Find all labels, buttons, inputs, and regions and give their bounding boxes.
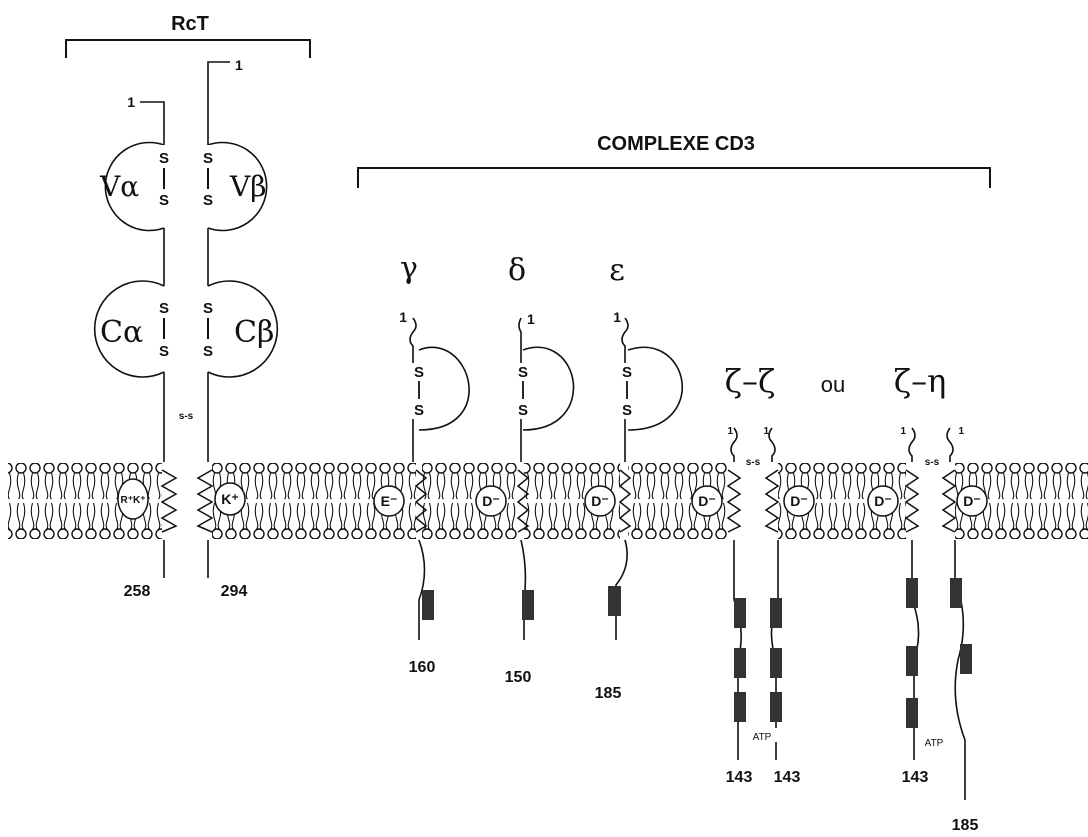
sulfur-label: S [159,300,169,317]
or-label: ou [821,372,845,397]
tm-helix-zeta2 [766,470,778,532]
epsilon-n-terminus: 1 [613,309,621,325]
epsilon-label: ε [609,253,625,288]
gamma-length: 160 [409,659,436,676]
sulfur-label: S [203,343,213,360]
tm-helix-zeta1 [728,470,740,532]
delta-length: 150 [505,669,532,686]
tcr-alpha-length: 258 [124,583,151,600]
eta-n-terminus: 1 [958,426,964,437]
charge-tcr-alpha: R⁺K⁺ [121,495,146,506]
zeta2-length: 143 [774,769,801,786]
charge-eta: D⁻ [963,493,981,509]
charge-zeta2: D⁻ [790,493,808,509]
zeta-eta-disulfide: s-s [925,457,940,468]
tcr-alpha-n-terminus: 1 [127,94,135,110]
v-alpha-label: Vα [99,170,139,203]
interchain-disulfide: s-s [179,411,194,422]
tcr-beta-length: 294 [221,583,248,600]
charge-delta: D⁻ [482,493,500,509]
charge-epsilon: D⁻ [591,493,609,509]
zeta-eta-atp: ATP [925,738,944,749]
eta-length: 185 [952,817,979,834]
zeta-eta-label: ζ–η [894,362,947,400]
tcr-bracket [66,40,310,58]
epsilon-length: 185 [595,685,622,702]
sulfur-label: S [159,192,169,209]
tm-helix-tcr-beta [198,470,212,532]
zeta3-n-terminus: 1 [900,426,906,437]
charge-tcr-beta: K⁺ [221,491,239,507]
cd3-bracket [358,168,990,188]
gamma-label: γ [400,251,418,286]
sulfur-label: S [159,150,169,167]
sulfur-label: S [622,364,632,381]
zeta-zeta-atp: ATP [753,732,772,743]
tm-helix-tcr-alpha [162,470,176,532]
gamma-n-terminus: 1 [399,309,407,325]
charge-gamma: E⁻ [381,493,398,509]
zeta1-length: 143 [726,769,753,786]
c-beta-label: Cβ [234,315,274,350]
sulfur-label: S [159,343,169,360]
zeta1-n-terminus: 1 [727,426,733,437]
zeta3-length: 143 [902,769,929,786]
sulfur-label: S [203,150,213,167]
sulfur-label: S [518,364,528,381]
zeta-zeta-disulfide: s-s [746,457,761,468]
tcr-beta-n-terminus: 1 [235,57,243,73]
charge-zeta3: D⁻ [874,493,892,509]
tm-helix-eta [943,470,955,532]
sulfur-label: S [414,402,424,419]
sulfur-label: S [622,402,632,419]
delta-n-terminus: 1 [527,311,535,327]
tm-helix-zeta3 [906,470,918,532]
charge-zeta1: D⁻ [698,493,716,509]
delta-label: δ [508,253,526,288]
sulfur-label: S [203,192,213,209]
zeta2-n-terminus: 1 [763,426,769,437]
zeta-zeta-label: ζ–ζ [725,362,776,400]
sulfur-label: S [518,402,528,419]
v-beta-label: Vβ [229,170,266,203]
c-alpha-label: Cα [100,315,143,350]
sulfur-label: S [414,364,424,381]
cd3-title: COMPLEXE CD3 [597,133,755,155]
sulfur-label: S [203,300,213,317]
tcr-title: RcT [171,13,209,35]
